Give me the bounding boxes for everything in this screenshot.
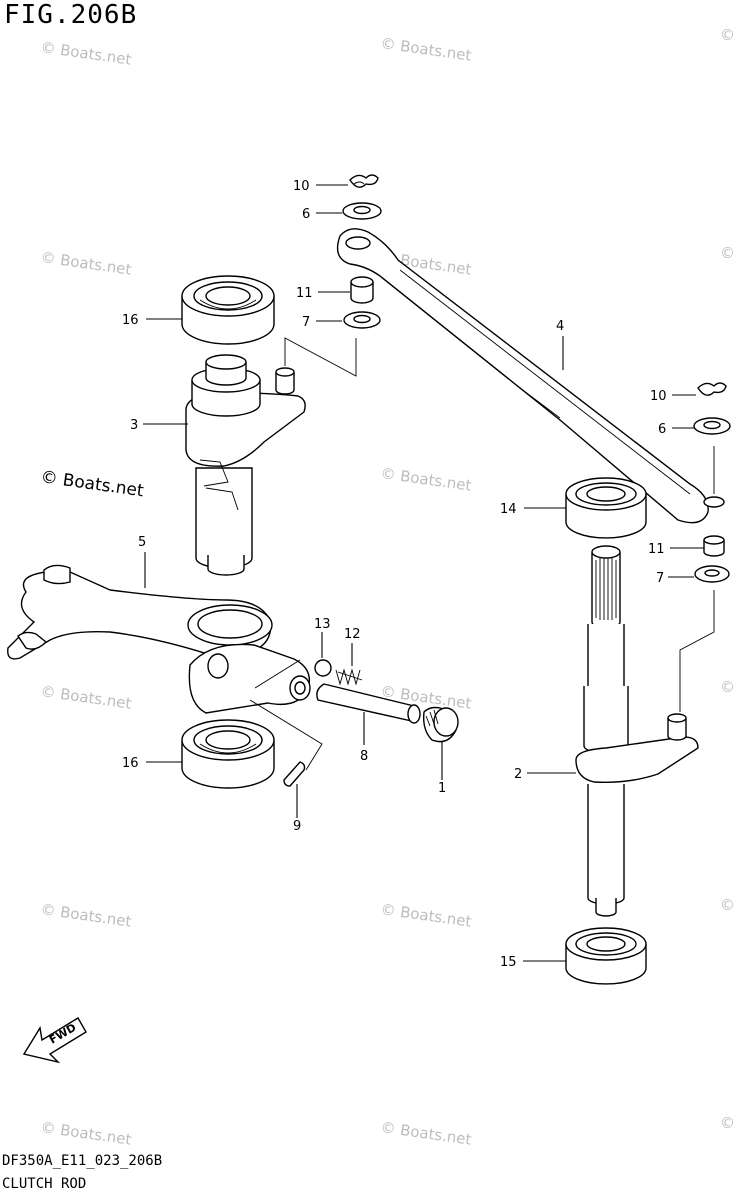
callout-10-top: 10 (293, 179, 310, 194)
callout-7-right: 7 (656, 571, 664, 586)
callout-13: 13 (314, 617, 331, 632)
watermark: © Boats.net (379, 34, 472, 65)
spring-12 (335, 668, 363, 686)
callout-16-top: 16 (122, 313, 139, 328)
watermark: © Boats.net (39, 682, 132, 713)
bushing-11-top (350, 276, 374, 304)
figure-name: CLUTCH ROD (2, 1176, 87, 1192)
callout-6-top: 6 (302, 207, 310, 222)
watermark: © Boats.net (379, 464, 472, 495)
callout-11-top: 11 (296, 286, 313, 301)
shift-lever-3 (185, 354, 306, 576)
watermark: © Boats.net (39, 38, 132, 69)
clutch-rod-4 (336, 228, 725, 524)
callout-14: 14 (500, 502, 517, 517)
ball-13 (314, 659, 332, 677)
plug-bolt-1 (422, 706, 459, 743)
bushing-11-right (703, 535, 725, 557)
callout-10-right: 10 (650, 389, 667, 404)
callout-5: 5 (138, 535, 146, 550)
bearing-16-bottom (181, 719, 275, 789)
clutch-shaft-2 (575, 545, 699, 917)
rod-8 (316, 683, 421, 724)
callout-9: 9 (293, 819, 301, 834)
watermark-prominent: © Boats.net (39, 467, 145, 501)
washer-7-right (694, 565, 730, 583)
watermark: © Boats.net (39, 900, 132, 931)
callout-16-bottom: 16 (122, 756, 139, 771)
callout-8: 8 (360, 749, 368, 764)
washer-6-right (693, 417, 731, 435)
watermark: © (720, 1114, 735, 1132)
bearing-16-top (181, 275, 275, 345)
clip-10-top (349, 174, 379, 188)
callout-3: 3 (130, 418, 138, 433)
watermark: © Boats.net (379, 900, 472, 931)
watermark: © Boats.net (39, 1118, 132, 1149)
fwd-arrow-icon: FWD (22, 1017, 87, 1064)
callout-11-right: 11 (648, 542, 665, 557)
washer-6-top (342, 202, 382, 220)
callout-12: 12 (344, 627, 361, 642)
assembly-leader-upper (284, 337, 357, 377)
watermark: © Boats.net (39, 248, 132, 279)
assembly-leader-right (679, 446, 715, 712)
callout-1: 1 (438, 781, 446, 796)
callout-labels: 10 6 11 7 16 3 4 10 6 14 11 7 5 13 12 16… (122, 179, 667, 970)
bearing-15 (565, 927, 647, 985)
figure-title: FIG.206B (4, 0, 138, 30)
callout-6-right: 6 (658, 422, 666, 437)
clutch-lever-5 (7, 564, 311, 714)
figure-code: DF350A_E11_023_206B (2, 1153, 163, 1169)
watermark: © (720, 678, 735, 696)
callout-4: 4 (556, 319, 564, 334)
callout-15: 15 (500, 955, 517, 970)
bearing-14 (565, 477, 647, 539)
callout-7-top: 7 (302, 315, 310, 330)
clip-10-right (697, 382, 727, 396)
callout-2: 2 (514, 767, 522, 782)
watermark: © (720, 244, 735, 262)
washer-7-top (343, 311, 381, 329)
watermark: © (720, 26, 735, 44)
assembly-leader-lower (249, 659, 323, 771)
callout-leaders (143, 184, 704, 962)
watermark: © (720, 896, 735, 914)
watermark: © Boats.net (379, 1118, 472, 1149)
pin-9 (283, 761, 306, 787)
